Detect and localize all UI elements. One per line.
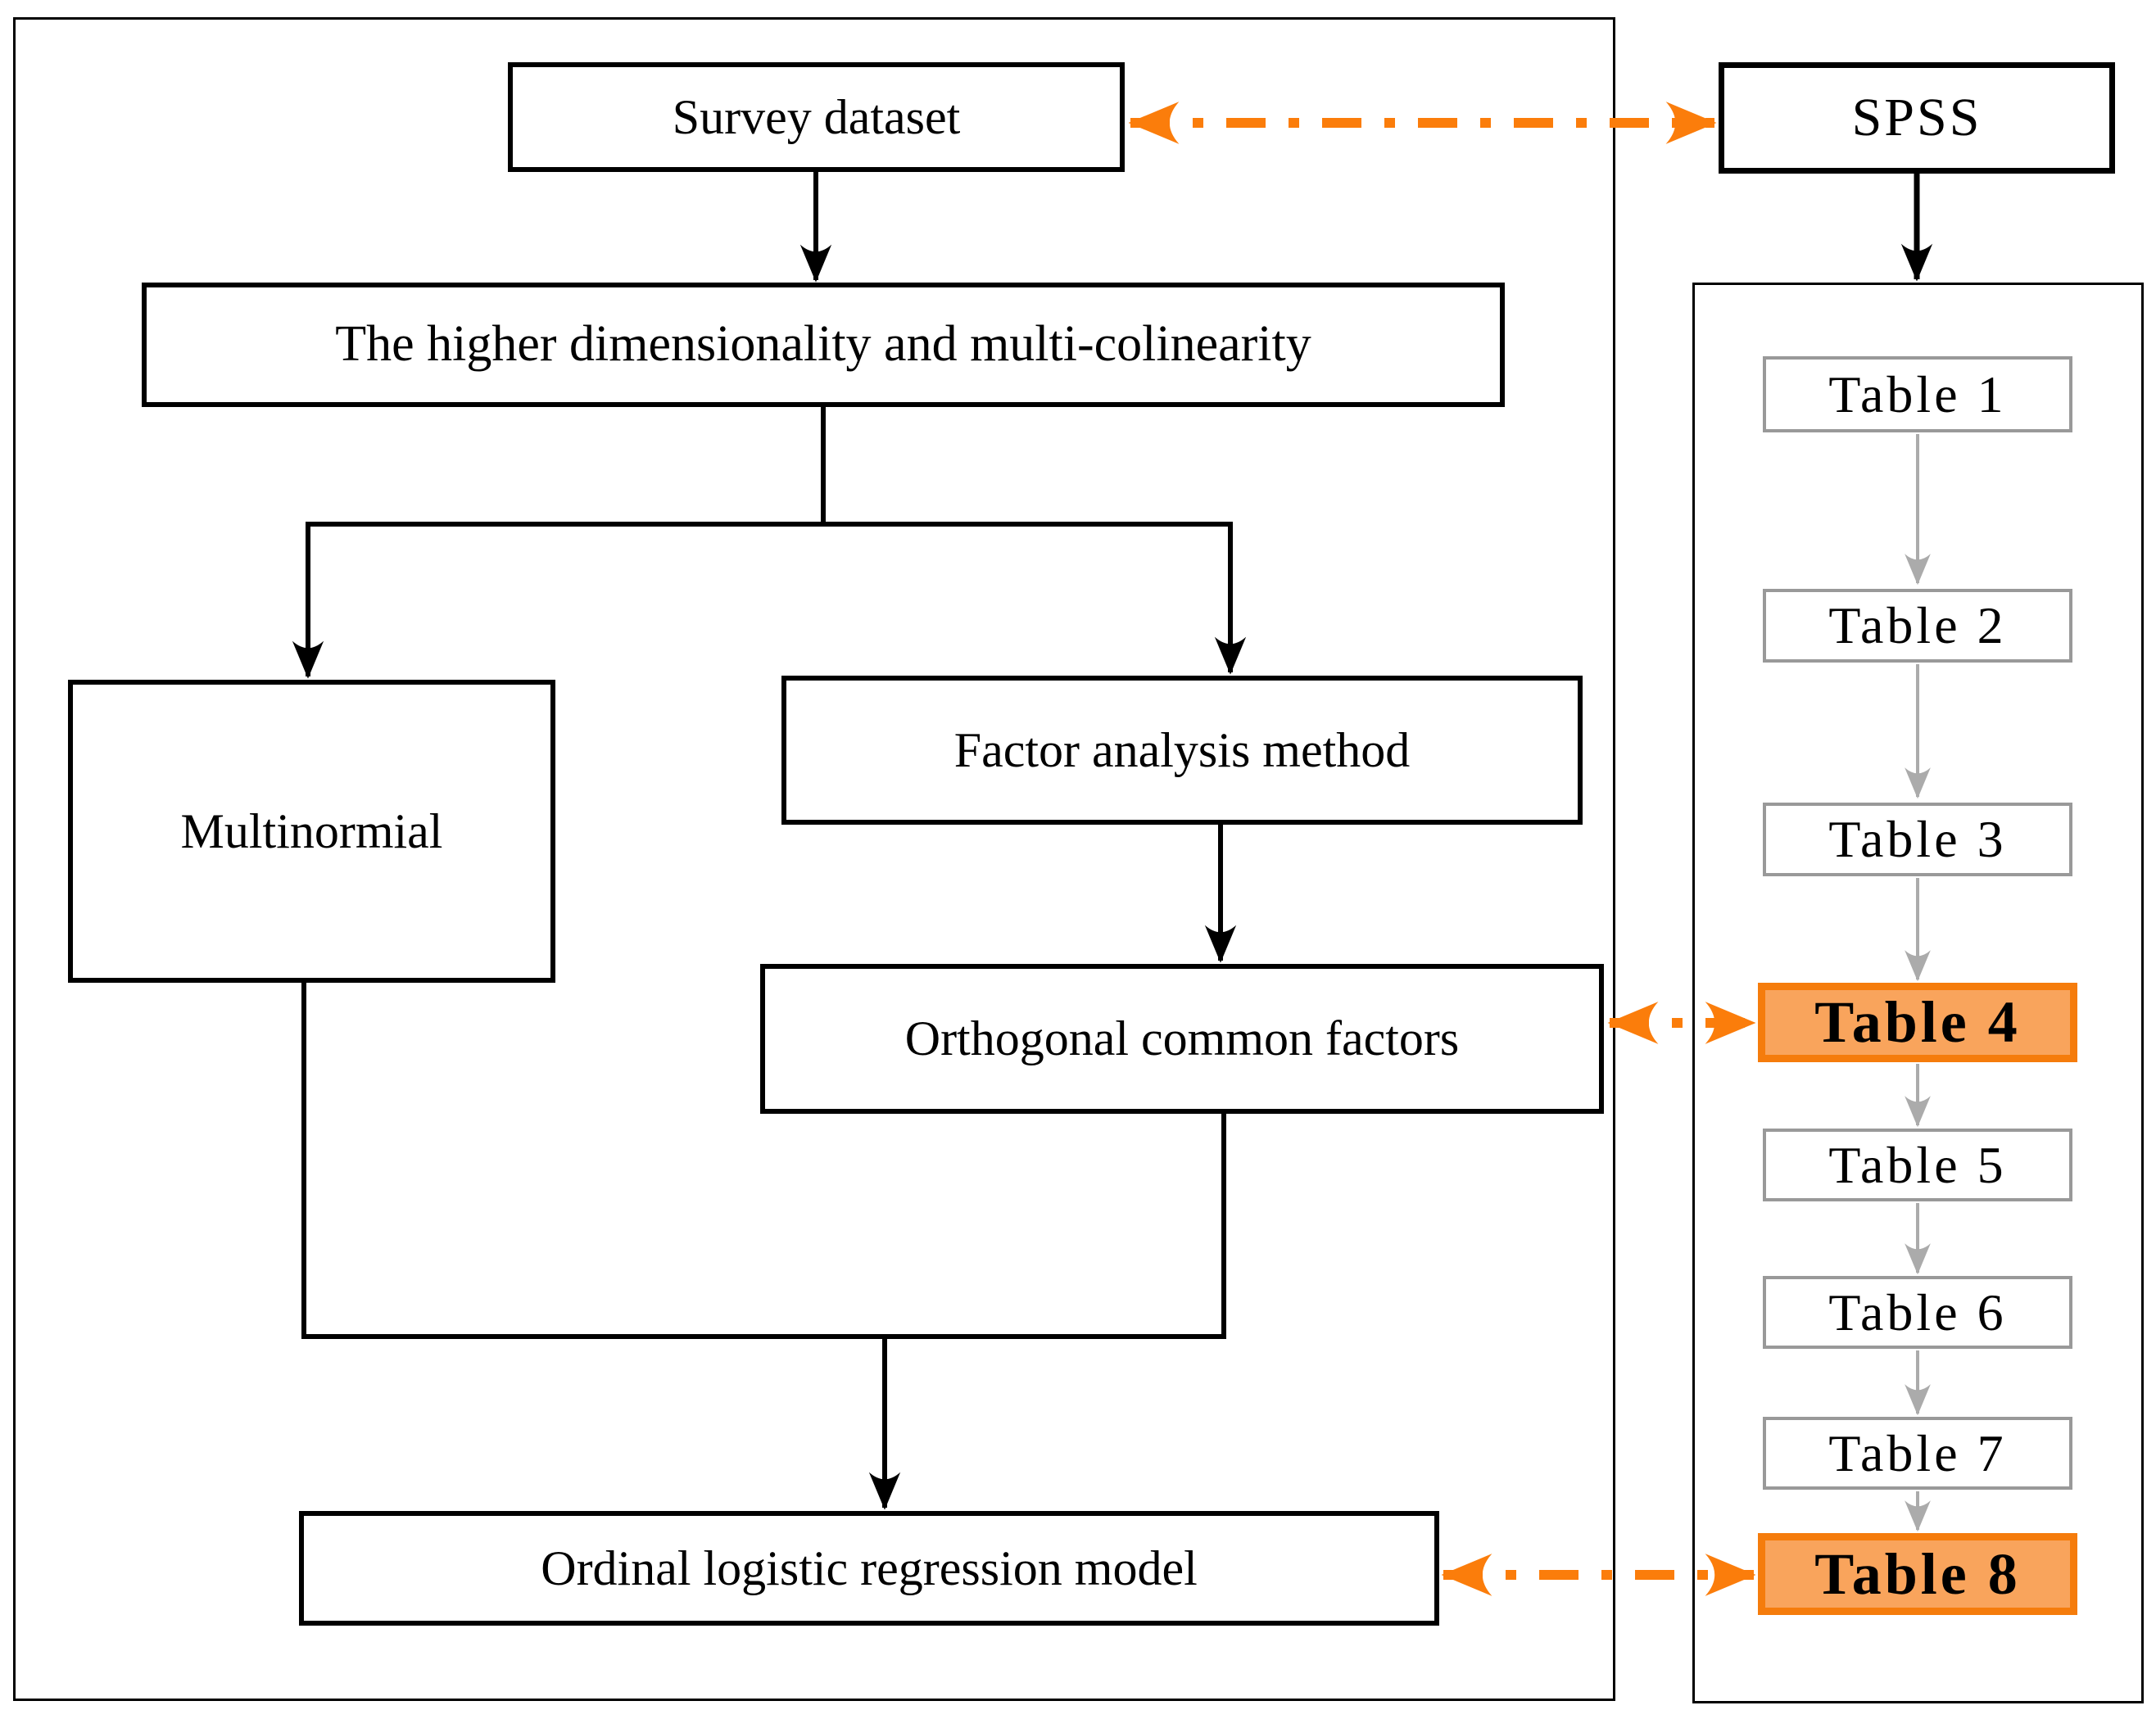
node-ordinal-model: Ordinal logistic regression model bbox=[299, 1511, 1439, 1626]
node-higher-dimensionality: The higher dimensionality and multi-coli… bbox=[142, 283, 1505, 407]
table-item-3: Table 3 bbox=[1763, 803, 2072, 876]
table-item-2: Table 2 bbox=[1763, 589, 2072, 663]
tables-panel-frame bbox=[1692, 283, 2144, 1703]
node-orthogonal-factors: Orthogonal common factors bbox=[760, 964, 1604, 1114]
table-item-1: Table 1 bbox=[1763, 356, 2072, 432]
table-item-8-highlighted: Table 8 bbox=[1758, 1533, 2077, 1615]
node-factor-analysis: Factor analysis method bbox=[781, 676, 1583, 825]
node-multinormial: Multinormial bbox=[68, 680, 555, 983]
flowchart-panel-frame bbox=[13, 17, 1615, 1701]
table-item-6: Table 6 bbox=[1763, 1276, 2072, 1349]
node-spss: SPSS bbox=[1719, 62, 2115, 174]
node-survey-dataset: Survey dataset bbox=[508, 62, 1125, 172]
table-item-4-highlighted: Table 4 bbox=[1758, 983, 2077, 1062]
table-item-5: Table 5 bbox=[1763, 1129, 2072, 1201]
table-item-7: Table 7 bbox=[1763, 1417, 2072, 1490]
